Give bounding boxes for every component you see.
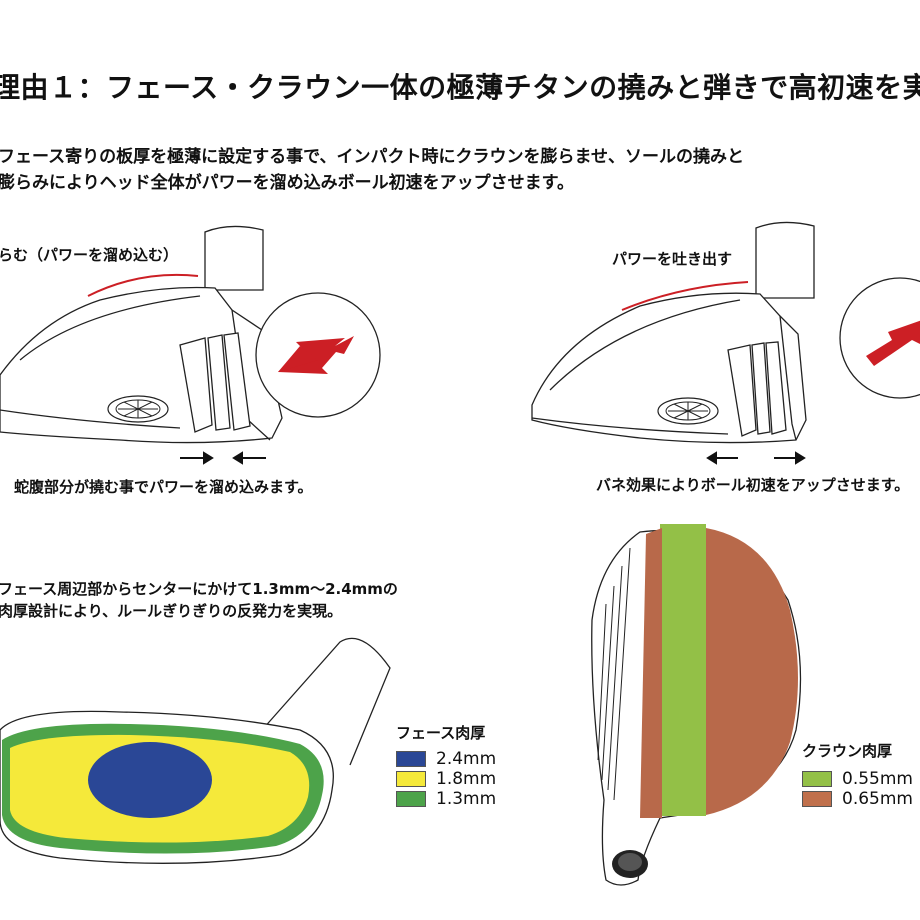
page-title: 理由１：フェース・クラウン一体の極薄チタンの撓みと弾きで高初速を実 <box>0 71 920 104</box>
magnify-circle-right <box>839 277 920 399</box>
left-diagram-caption: 蛇腹部分が撓む事でパワーを溜め込みます。 <box>14 478 313 496</box>
face-legend-label: 1.3mm <box>436 789 497 809</box>
face-legend-label: 1.8mm <box>436 769 497 789</box>
face-section-line-2: 肉厚設計により、ルールぎりぎりの反発力を実現。 <box>0 602 343 620</box>
crown-legend-item: 0.65mm <box>802 789 913 809</box>
right-diagram-caption: バネ効果によりボール初速をアップさせます。 <box>596 476 910 494</box>
face-legend-item: 2.4mm <box>396 749 496 769</box>
face-legend-title: フェース肉厚 <box>396 724 486 742</box>
flex-arc-left <box>87 273 199 297</box>
face-section-line-1: フェース周辺部からセンターにかけて1.3mm〜2.4mmの <box>0 580 398 598</box>
release-arrows <box>706 451 806 465</box>
face-legend: フェース肉厚 2.4mm 1.8mm 1.3mm <box>396 722 496 809</box>
right-diagram-label: パワーを吐き出す <box>612 250 733 268</box>
crown-legend: クラウン肉厚 0.55mm 0.65mm <box>802 740 913 809</box>
swatch-yellow <box>396 771 426 787</box>
crown-legend-item: 0.55mm <box>802 769 913 789</box>
swatch-light-green <box>802 771 832 787</box>
swatch-green <box>396 791 426 807</box>
intro-line-2: 膨らみによりヘッド全体がパワーを溜め込みボール初速をアップさせます。 <box>0 173 574 193</box>
flex-arc-right <box>621 281 749 311</box>
face-legend-item: 1.8mm <box>396 769 496 789</box>
release-arrow-right <box>866 320 920 366</box>
swatch-blue <box>396 751 426 767</box>
crown-thickness-diagram <box>591 524 802 886</box>
emblem-left <box>107 395 169 423</box>
club-head-release <box>531 221 815 444</box>
face-legend-item: 1.3mm <box>396 789 496 809</box>
crown-legend-label: 0.55mm <box>842 769 913 789</box>
crown-legend-title: クラウン肉厚 <box>802 742 893 760</box>
compress-arrows <box>180 451 266 465</box>
left-diagram-label: らむ（パワーを溜め込む） <box>0 246 179 264</box>
impact-arrow-left-head <box>278 346 318 372</box>
crown-legend-label: 0.65mm <box>842 789 913 809</box>
club-head-compress <box>0 225 283 444</box>
swatch-brown <box>802 791 832 807</box>
emblem-right <box>657 397 719 425</box>
intro-line-1: フェース寄りの板厚を極薄に設定する事で、インパクト時にクラウンを膨らませ、ソール… <box>0 147 744 167</box>
face-thickness-diagram <box>0 637 391 864</box>
face-legend-label: 2.4mm <box>436 749 497 769</box>
